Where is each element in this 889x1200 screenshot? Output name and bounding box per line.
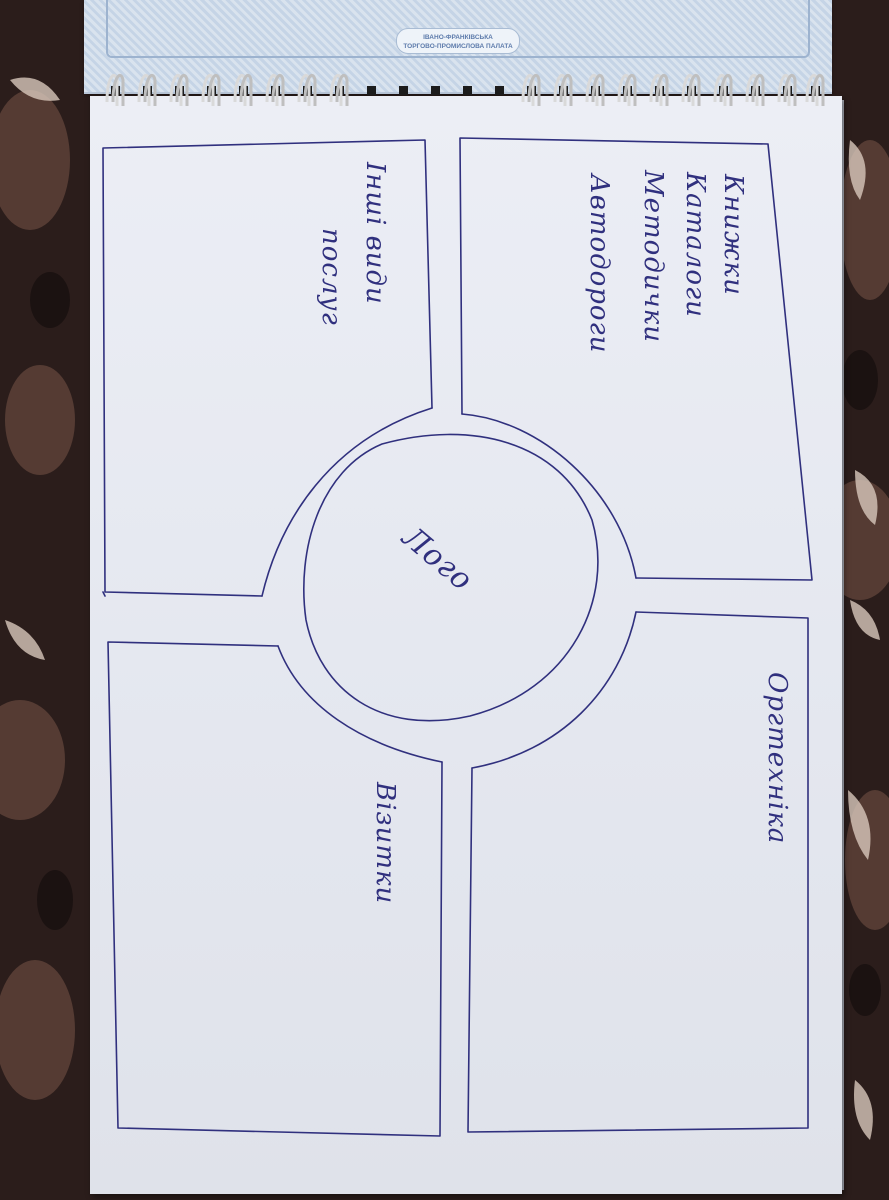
spiral-binding: [105, 74, 825, 106]
quadrant-top-right-outline: [459, 137, 813, 581]
logo-circle: [303, 433, 599, 722]
road-top: [461, 413, 637, 579]
quadrant-bottom-right-outline: [467, 611, 809, 1133]
road-bottom: [277, 645, 443, 763]
label-other-services-line2: послуг: [316, 228, 346, 326]
road-left: [102, 407, 433, 597]
cover-ornament-frame: [106, 0, 810, 58]
label-road-atlases: Автодороги: [584, 174, 614, 354]
label-office-equipment: Оргтехніка: [762, 672, 792, 845]
notepad-cover: ІВАНО-ФРАНКІВСЬКА ТОРГОВО-ПРОМИСЛОВА ПАЛ…: [84, 0, 832, 94]
cover-label-line1: ІВАНО-ФРАНКІВСЬКА: [423, 34, 493, 41]
label-manuals: Методички: [638, 170, 668, 343]
cover-label-line2: ТОРГОВО-ПРОМИСЛОВА ПАЛАТА: [403, 43, 513, 50]
label-books: Книжки: [718, 174, 748, 296]
quadrant-bottom-left-outline: [107, 641, 443, 1137]
label-other-services-line1: Інші види: [360, 162, 390, 305]
road-right: [471, 611, 637, 769]
quadrant-top-left-outline: [102, 139, 433, 597]
cover-logo-label: ІВАНО-ФРАНКІВСЬКА ТОРГОВО-ПРОМИСЛОВА ПАЛ…: [396, 28, 520, 54]
label-business-cards: Візитки: [370, 782, 400, 905]
label-catalogs: Каталоги: [680, 172, 710, 318]
